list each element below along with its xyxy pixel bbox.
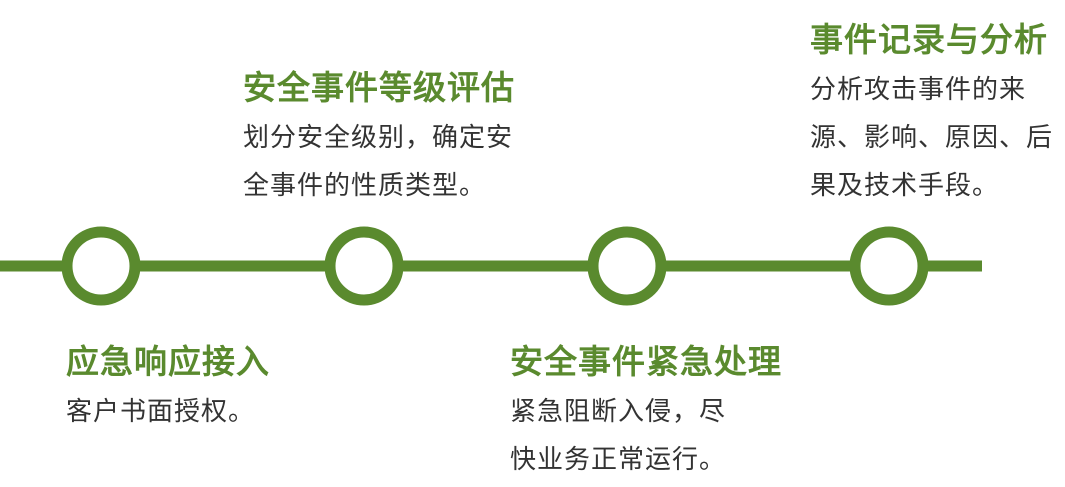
- step-title: 安全事件紧急处理: [510, 342, 782, 381]
- step-description-line: 快业务正常运行。: [510, 445, 727, 475]
- timeline-node-3: [587, 226, 667, 306]
- step-security-event-level-assessment: 安全事件等级评估 划分安全级别，确定安 全事件的性质类型。: [243, 68, 515, 210]
- step-title: 安全事件等级评估: [243, 68, 515, 107]
- step-description: 客户书面授权。: [66, 388, 270, 436]
- step-security-event-emergency-handling: 安全事件紧急处理 紧急阻断入侵，尽 快业务正常运行。: [510, 342, 782, 484]
- step-event-record-and-analysis: 事件记录与分析 分析攻击事件的来 源、影响、原因、后 果及技术手段。: [810, 20, 1053, 210]
- step-description-line: 划分安全级别，确定安: [243, 123, 514, 153]
- step-emergency-response-intake: 应急响应接入 客户书面授权。: [66, 342, 270, 436]
- step-description-line: 源、影响、原因、后: [810, 123, 1054, 153]
- timeline-node-4: [849, 226, 929, 306]
- step-description-line: 客户书面授权。: [66, 397, 256, 427]
- step-title: 应急响应接入: [66, 342, 270, 381]
- step-description-line: 紧急阻断入侵，尽: [510, 397, 727, 427]
- timeline-node-1: [61, 226, 141, 306]
- step-description-line: 果及技术手段。: [810, 171, 1000, 201]
- step-description-line: 分析攻击事件的来: [810, 75, 1027, 105]
- step-description: 划分安全级别，确定安 全事件的性质类型。: [243, 114, 515, 210]
- timeline-node-2: [324, 226, 404, 306]
- step-description: 分析攻击事件的来 源、影响、原因、后 果及技术手段。: [810, 66, 1053, 210]
- step-title: 事件记录与分析: [810, 20, 1048, 59]
- step-description-line: 全事件的性质类型。: [243, 171, 487, 201]
- step-description: 紧急阻断入侵，尽 快业务正常运行。: [510, 388, 782, 484]
